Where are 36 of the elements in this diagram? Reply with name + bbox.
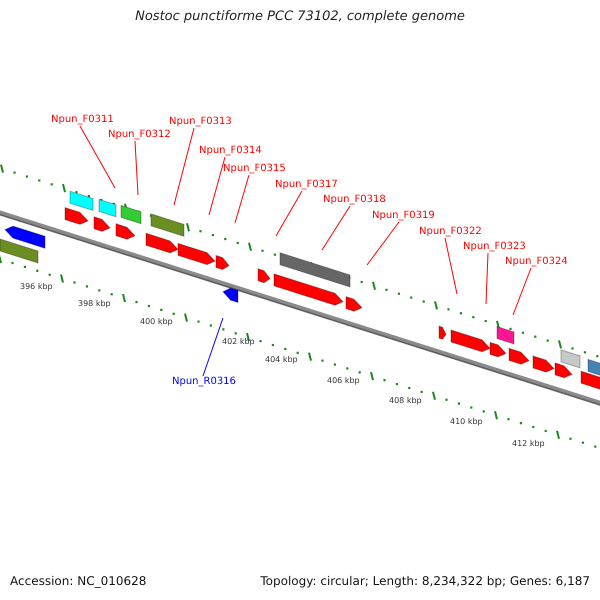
leader-line xyxy=(80,126,116,188)
leader-line xyxy=(444,238,458,294)
gene-label: Npun_F0314 xyxy=(199,145,262,157)
leader-line xyxy=(366,222,400,266)
gene-label: Npun_R0316 xyxy=(172,376,236,388)
tick-label: 406 kbp xyxy=(327,376,360,385)
gene-label: Npun_F0315 xyxy=(223,163,286,175)
leader-line xyxy=(202,318,224,376)
genome-info-text: Topology: circular; Length: 8,234,322 bp; Genes: 6,187 xyxy=(260,574,590,588)
gene-label: Npun_F0313 xyxy=(169,116,232,128)
tick-label: 412 kbp xyxy=(512,439,545,448)
leader-line xyxy=(134,140,138,196)
leader-line xyxy=(234,174,250,224)
gene-label: Npun_F0323 xyxy=(463,241,526,253)
gene-label: Npun_F0324 xyxy=(505,256,568,268)
leader-line xyxy=(174,128,194,206)
gene-label: Npun_F0311 xyxy=(51,114,114,126)
gene-label: Npun_F0322 xyxy=(419,226,482,238)
gene-label: Npun_F0319 xyxy=(372,210,435,222)
gene-label: Npun_F0317 xyxy=(275,179,338,191)
tick-label: 398 kbp xyxy=(78,299,111,308)
leader-line xyxy=(208,156,226,216)
tick-label: 410 kbp xyxy=(450,417,483,426)
leader-line xyxy=(322,206,350,250)
gene-label: Npun_F0318 xyxy=(323,194,386,206)
tick-label: 396 kbp xyxy=(20,282,53,291)
gene-label: Npun_F0312 xyxy=(108,129,171,141)
leader-line xyxy=(276,190,302,236)
tick-label: 402 kbp xyxy=(222,337,255,346)
leader-line xyxy=(486,252,488,304)
tick-label: 408 kbp xyxy=(389,396,422,405)
title: Nostoc punctiforme PCC 73102, complete genome xyxy=(134,9,466,24)
accession-text: Accession: NC_010628 xyxy=(10,574,146,588)
tick-label: 400 kbp xyxy=(140,317,173,326)
leader-line xyxy=(512,268,532,316)
tick-label: 404 kbp xyxy=(265,355,298,364)
